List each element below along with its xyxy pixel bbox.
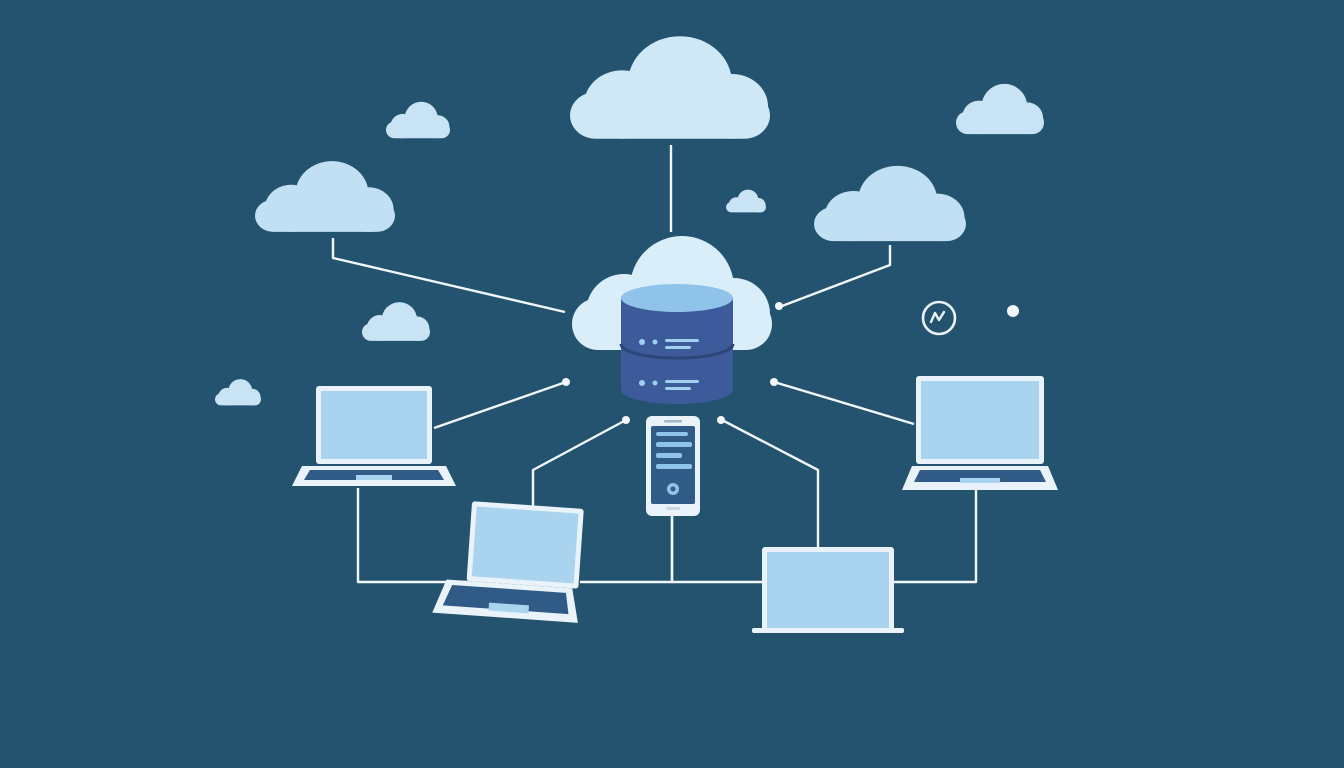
connector-dots [562, 302, 1019, 424]
laptop-icon-right [902, 376, 1058, 490]
edge-left-cloud [331, 238, 566, 314]
sync-icon [921, 300, 957, 336]
laptop-icon-bottom-left [432, 501, 584, 623]
edge-right-cloud [781, 245, 892, 308]
connector-lines [331, 145, 978, 584]
edge-laptop-bottom-right [672, 418, 978, 584]
edge-laptop-right [773, 380, 915, 426]
database-icon [619, 284, 735, 404]
smartphone-icon [646, 416, 700, 516]
laptop-icon-left [292, 386, 456, 486]
edge-laptop-left [433, 380, 567, 430]
laptop-icon-bottom-right [752, 547, 904, 633]
